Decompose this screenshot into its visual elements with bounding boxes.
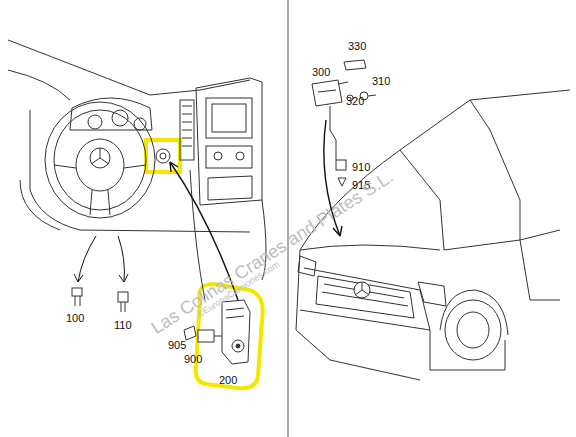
callout-number: 905 — [168, 340, 186, 351]
callout-number: 330 — [348, 41, 366, 52]
callout-number: 300 — [312, 67, 330, 78]
watermark: Las Colinas Cranes and Plates S.L. — [148, 167, 396, 337]
callout-number: 320 — [346, 96, 364, 107]
callout-number: 110 — [114, 320, 132, 331]
callout-number: 910 — [352, 162, 370, 173]
callout-number: 200 — [219, 375, 237, 386]
callout-number: 310 — [372, 76, 390, 87]
callout-number: 100 — [66, 313, 84, 324]
callout-number: 900 — [184, 354, 202, 365]
